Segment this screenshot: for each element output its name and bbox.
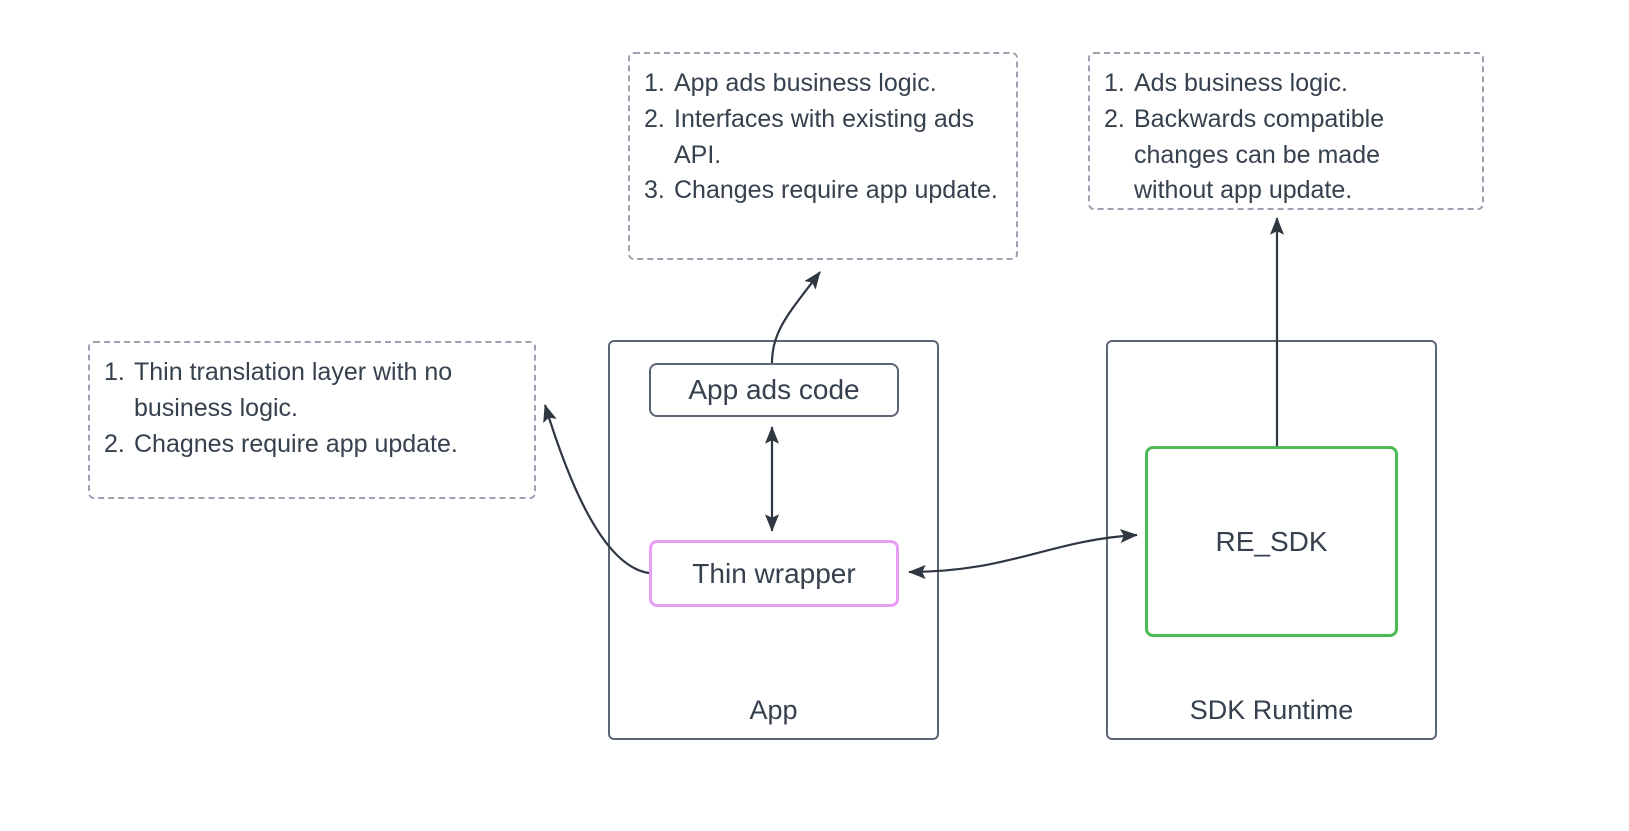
note-app-ads-item-2: Interfaces with existing ads API.	[644, 102, 975, 169]
node-thin-wrapper[interactable]: Thin wrapper	[649, 540, 899, 607]
node-re-sdk[interactable]: RE_SDK	[1145, 446, 1398, 637]
container-app-label: App	[749, 694, 798, 725]
note-sdk-ads: Ads business logic. Backwards compatible…	[1088, 52, 1484, 210]
note-sdk-ads-item-2: Backwards compatible changes can be made…	[1104, 102, 1385, 205]
note-thin-wrapper-item-1: Thin translation layer with no business …	[104, 355, 453, 422]
node-app-ads-code-label: App ads code	[688, 374, 860, 405]
note-thin-wrapper-list: Thin translation layer with no business …	[104, 355, 518, 462]
edge-thin-wrapper-re-sdk	[908, 528, 1138, 580]
node-app-ads-code[interactable]: App ads code	[649, 363, 899, 417]
note-app-ads: App ads business logic. Interfaces with …	[628, 52, 1018, 260]
container-sdk-runtime-label: SDK Runtime	[1189, 694, 1354, 725]
note-thin-wrapper-item-2: Chagnes require app update.	[104, 427, 458, 463]
node-re-sdk-label: RE_SDK	[1215, 525, 1328, 557]
note-sdk-ads-item-1: Ads business logic.	[1104, 66, 1349, 102]
note-app-ads-item-3: Changes require app update.	[644, 173, 998, 209]
note-app-ads-item-1: App ads business logic.	[644, 66, 937, 102]
node-thin-wrapper-label: Thin wrapper	[692, 557, 856, 589]
note-sdk-ads-list: Ads business logic. Backwards compatible…	[1104, 66, 1466, 209]
note-thin-wrapper: Thin translation layer with no business …	[88, 341, 536, 499]
note-app-ads-list: App ads business logic. Interfaces with …	[644, 66, 1000, 209]
